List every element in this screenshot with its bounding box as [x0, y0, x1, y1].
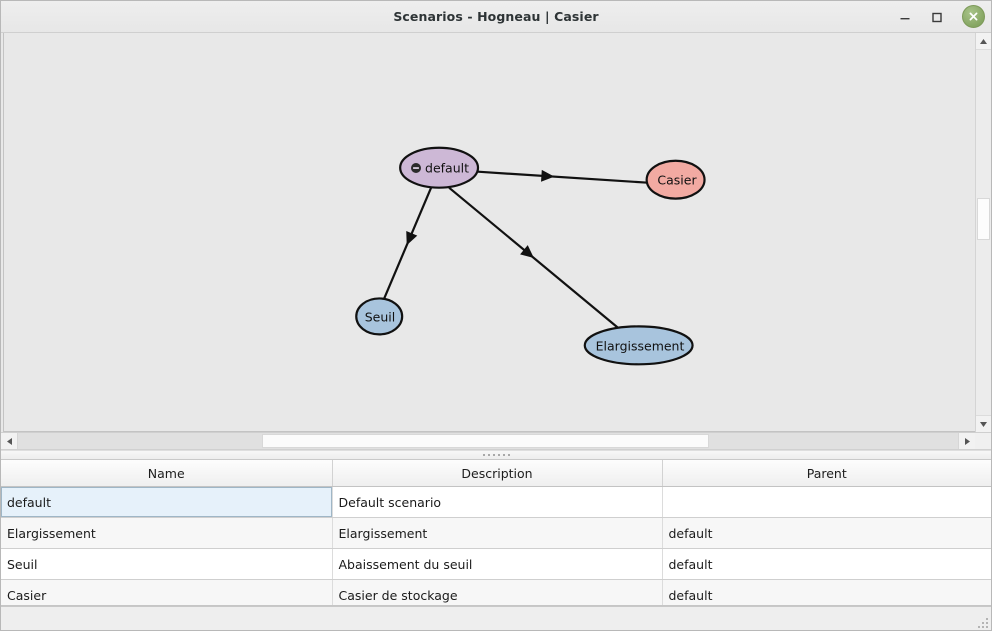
cell-parent[interactable]: default	[662, 579, 991, 605]
graph-hscroll-thumb[interactable]	[262, 434, 709, 448]
graph-vertical-scrollbar[interactable]	[975, 33, 991, 432]
title-bar: Scenarios - Hogneau | Casier	[1, 1, 991, 33]
graph-edge-default-Casier[interactable]	[477, 170, 648, 184]
cell-description[interactable]: Elargissement	[332, 517, 663, 549]
cell-description[interactable]: Abaissement du seuil	[332, 548, 663, 580]
cell-description[interactable]: Casier de stockage	[332, 579, 663, 605]
scroll-left-arrow[interactable]	[1, 433, 17, 449]
cell-name[interactable]: Seuil	[1, 548, 333, 580]
scroll-up-arrow[interactable]	[976, 33, 991, 50]
cell-parent[interactable]	[662, 486, 991, 518]
column-header-description[interactable]: Description	[332, 460, 663, 487]
close-icon	[969, 12, 978, 21]
window-controls	[894, 1, 985, 32]
window-title: Scenarios - Hogneau | Casier	[393, 9, 599, 24]
graph-vscroll-thumb[interactable]	[977, 197, 990, 240]
cell-name[interactable]: Casier	[1, 579, 333, 605]
graph-hscroll-track[interactable]	[17, 433, 959, 449]
column-header-parent[interactable]: Parent	[662, 460, 991, 487]
maximize-button[interactable]	[926, 6, 948, 28]
cell-parent[interactable]: default	[662, 548, 991, 580]
scroll-down-arrow-icon	[980, 421, 987, 427]
cell-name[interactable]: default	[1, 486, 333, 518]
graph-horizontal-scrollbar[interactable]	[1, 433, 991, 450]
scroll-right-arrow-icon	[964, 437, 970, 445]
scroll-down-arrow[interactable]	[976, 415, 991, 432]
scroll-up-arrow-icon	[980, 38, 987, 44]
scroll-left-arrow-icon	[6, 437, 12, 445]
graph-vscroll-track[interactable]	[976, 50, 991, 415]
column-header-name[interactable]: Name	[1, 460, 333, 487]
graph-edge-default-Elargissement[interactable]	[448, 186, 620, 330]
cell-parent[interactable]: default	[662, 517, 991, 549]
close-button[interactable]	[962, 5, 985, 28]
graph-edge-arrowhead	[406, 230, 418, 246]
scroll-right-arrow[interactable]	[959, 433, 975, 449]
graph-node-Elargissement[interactable]	[583, 325, 694, 366]
pane-splitter[interactable]	[1, 450, 991, 460]
cell-name[interactable]: Elargissement	[1, 517, 333, 549]
graph-edge-arrowhead	[541, 169, 555, 182]
graph-node-default[interactable]	[399, 146, 480, 189]
maximize-icon	[932, 12, 942, 22]
scenario-graph[interactable]	[4, 33, 975, 429]
status-bar	[1, 606, 991, 630]
splitter-grip-icon	[482, 454, 510, 456]
scrollbar-corner	[975, 433, 991, 449]
minimize-button[interactable]	[894, 6, 916, 28]
graph-node-Casier[interactable]	[645, 159, 706, 200]
minimize-icon	[900, 17, 910, 19]
resize-grip-icon[interactable]	[975, 615, 988, 628]
cell-description[interactable]: Default scenario	[332, 486, 663, 518]
graph-edge-arrowhead	[520, 245, 534, 259]
graph-node-Seuil[interactable]	[355, 297, 404, 336]
